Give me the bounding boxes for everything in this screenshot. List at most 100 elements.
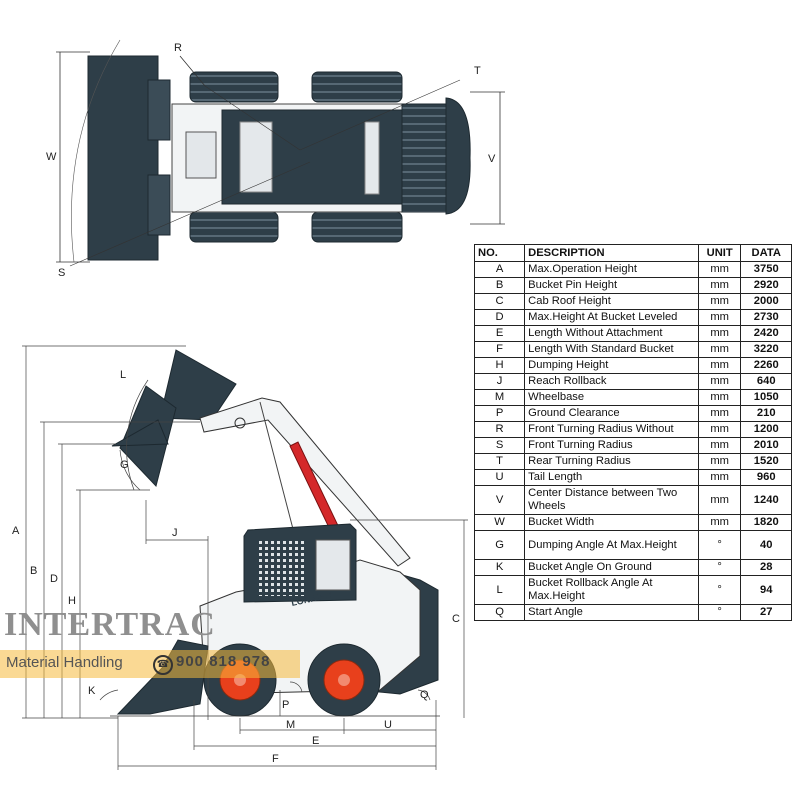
watermark-phone: 900 818 978: [176, 653, 271, 670]
cell-no: V: [473, 485, 526, 515]
cell-unit: mm: [697, 261, 742, 278]
cell-data: 3220: [740, 341, 792, 358]
cell-unit: °: [697, 559, 742, 576]
cell-no: M: [473, 389, 526, 406]
cell-description: Front Turning Radius: [524, 437, 699, 454]
side-loader-arm: [199, 397, 411, 567]
cell-data: 27: [740, 604, 792, 621]
cell-description: Max.Height At Bucket Leveled: [524, 309, 699, 326]
label-s: S: [58, 267, 65, 279]
cell-no: C: [473, 293, 526, 310]
cell-description: Center Distance between Two Wheels: [524, 485, 699, 515]
label-b: B: [30, 565, 37, 577]
cell-no: H: [473, 357, 526, 374]
cell-unit: mm: [697, 325, 742, 342]
cell-no: R: [473, 421, 526, 438]
cell-description: Front Turning Radius Without: [524, 421, 699, 438]
cell-unit: mm: [697, 514, 742, 531]
top-tire-rear-right: [311, 211, 403, 243]
label-v: V: [488, 153, 496, 165]
cell-no: K: [473, 559, 526, 576]
cell-data: 2920: [740, 277, 792, 294]
cell-no: F: [473, 341, 526, 358]
cell-data: 1240: [740, 485, 792, 515]
cell-unit: mm: [697, 277, 742, 294]
label-g: G: [120, 459, 129, 471]
top-view: [56, 39, 505, 267]
cell-description: Wheelbase: [524, 389, 699, 406]
cell-description: Cab Roof Height: [524, 293, 699, 310]
cell-description: Dumping Angle At Max.Height: [524, 530, 699, 560]
cell-data: 40: [740, 530, 792, 560]
label-d: D: [50, 573, 58, 585]
cell-description: Tail Length: [524, 469, 699, 486]
cell-unit: mm: [697, 485, 742, 515]
cell-no: G: [473, 530, 526, 560]
cell-data: 2260: [740, 357, 792, 374]
label-l: L: [120, 369, 126, 381]
cell-no: P: [473, 405, 526, 422]
cell-description: Reach Rollback: [524, 373, 699, 390]
cell-data: 1200: [740, 421, 792, 438]
watermark-subtitle: Material Handling: [6, 654, 123, 671]
header-no: NO.: [473, 244, 526, 262]
cell-unit: mm: [697, 405, 742, 422]
spec-table-header: NO. DESCRIPTION UNIT DATA: [473, 244, 792, 262]
cell-description: Length Without Attachment: [524, 325, 699, 342]
cell-no: J: [473, 373, 526, 390]
cell-description: Ground Clearance: [524, 405, 699, 422]
cell-data: 2730: [740, 309, 792, 326]
cell-data: 2420: [740, 325, 792, 342]
top-tire-front-right: [189, 211, 279, 243]
top-tire-rear-left: [311, 71, 403, 103]
cell-no: Q: [473, 604, 526, 621]
cell-no: W: [473, 514, 526, 531]
cell-unit: mm: [697, 309, 742, 326]
cell-description: Dumping Height: [524, 357, 699, 374]
watermark-logo: INTERTRAC: [4, 606, 216, 643]
cell-unit: mm: [697, 421, 742, 438]
cell-no: B: [473, 277, 526, 294]
cell-data: 2010: [740, 437, 792, 454]
cell-description: Max.Operation Height: [524, 261, 699, 278]
header-description: DESCRIPTION: [524, 244, 699, 262]
label-m: M: [286, 719, 295, 731]
cell-description: Rear Turning Radius: [524, 453, 699, 470]
cell-data: 1050: [740, 389, 792, 406]
cell-data: 2000: [740, 293, 792, 310]
cell-data: 1520: [740, 453, 792, 470]
label-k: K: [88, 685, 96, 697]
cell-description: Bucket Angle On Ground: [524, 559, 699, 576]
cell-no: E: [473, 325, 526, 342]
cell-unit: mm: [697, 373, 742, 390]
watermark: INTERTRAC Material Handling ☎ 900 818 97…: [0, 606, 300, 678]
cell-description: Bucket Rollback Angle At Max.Height: [524, 575, 699, 605]
label-w: W: [46, 151, 57, 163]
cell-data: 3750: [740, 261, 792, 278]
cell-data: 28: [740, 559, 792, 576]
cell-unit: mm: [697, 357, 742, 374]
cell-no: L: [473, 575, 526, 605]
label-q: Q: [420, 689, 429, 701]
cell-description: Bucket Pin Height: [524, 277, 699, 294]
cell-no: D: [473, 309, 526, 326]
cell-description: Start Angle: [524, 604, 699, 621]
cell-description: Bucket Width: [524, 514, 699, 531]
cell-description: Length With Standard Bucket: [524, 341, 699, 358]
cell-data: 640: [740, 373, 792, 390]
cell-unit: mm: [697, 293, 742, 310]
cell-unit: mm: [697, 437, 742, 454]
